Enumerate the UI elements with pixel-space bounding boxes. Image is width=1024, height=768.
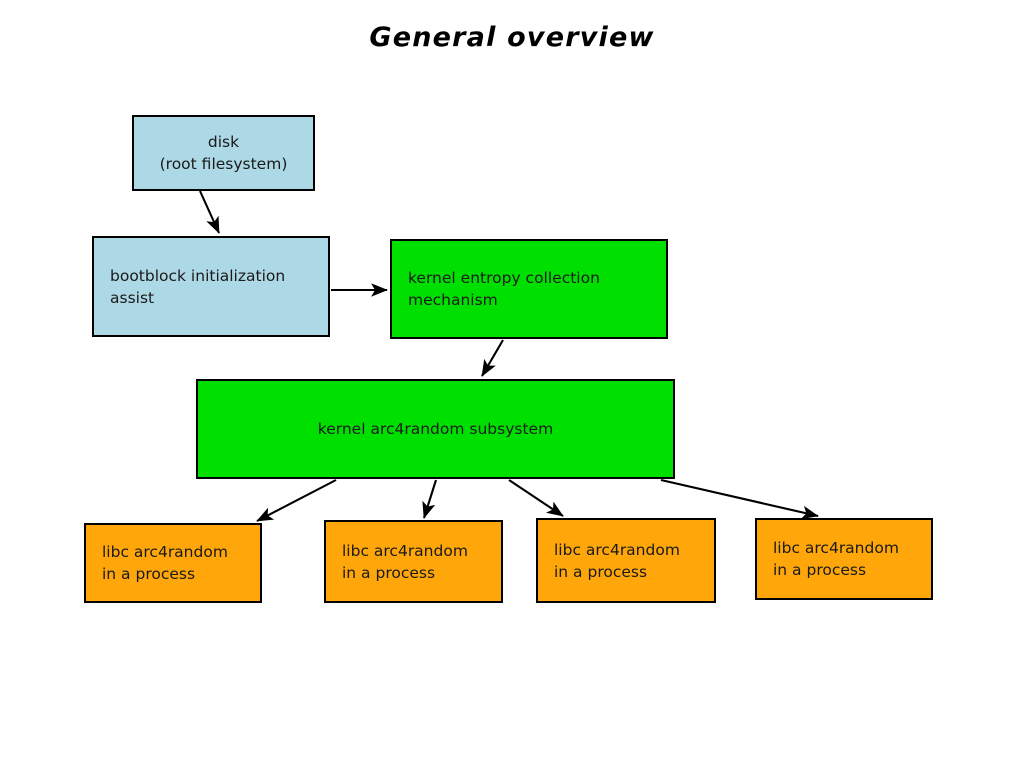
- node-libc-arc4random-process-3[interactable]: libc arc4random in a process: [536, 518, 716, 603]
- edge-arc4random-to-libc-2: [422, 479, 438, 519]
- edge-kernel-entropy-to-arc4random: [481, 339, 504, 377]
- edge-arc4random-to-libc-3: [508, 479, 564, 517]
- node-libc-3-line-2: in a process: [554, 562, 648, 581]
- node-bootblock-line-2: assist: [110, 288, 155, 307]
- node-disk[interactable]: disk (root filesystem): [132, 115, 315, 191]
- node-libc-arc4random-process-1[interactable]: libc arc4random in a process: [84, 523, 262, 603]
- node-kernel-arc4random-line-1: kernel arc4random subsystem: [317, 420, 554, 438]
- node-kernel-arc4random-subsystem[interactable]: kernel arc4random subsystem: [196, 379, 675, 479]
- node-bootblock-initialization-assist[interactable]: bootblock initialization assist: [92, 236, 330, 337]
- node-libc-4-line-1: libc arc4random: [773, 539, 899, 557]
- node-kernel-entropy-line-1: kernel entropy collection: [408, 269, 600, 287]
- node-libc-4-line-2: in a process: [773, 561, 867, 579]
- node-libc-arc4random-process-4[interactable]: libc arc4random in a process: [755, 518, 933, 600]
- edge-disk-to-bootblock: [199, 190, 220, 234]
- node-libc-1-line-2: in a process: [102, 565, 196, 583]
- node-kernel-entropy-line-2: mechanism: [408, 291, 498, 309]
- node-libc-3-line-1: libc arc4random: [554, 540, 680, 559]
- node-disk-line-2: (root filesystem): [159, 155, 288, 173]
- node-libc-2-line-2: in a process: [342, 563, 436, 582]
- node-libc-2-line-1: libc arc4random: [342, 541, 468, 560]
- page-title: General overview: [369, 22, 655, 53]
- edge-arc4random-to-libc-4: [660, 478, 819, 519]
- node-bootblock-line-1: bootblock initialization: [110, 266, 286, 285]
- node-libc-1-line-1: libc arc4random: [102, 543, 228, 561]
- node-disk-line-1: disk: [207, 133, 240, 151]
- node-kernel-entropy-collection-mechanism[interactable]: kernel entropy collection mechanism: [390, 239, 668, 339]
- node-libc-arc4random-process-2[interactable]: libc arc4random in a process: [324, 520, 503, 603]
- edge-arc4random-to-libc-1: [256, 479, 337, 522]
